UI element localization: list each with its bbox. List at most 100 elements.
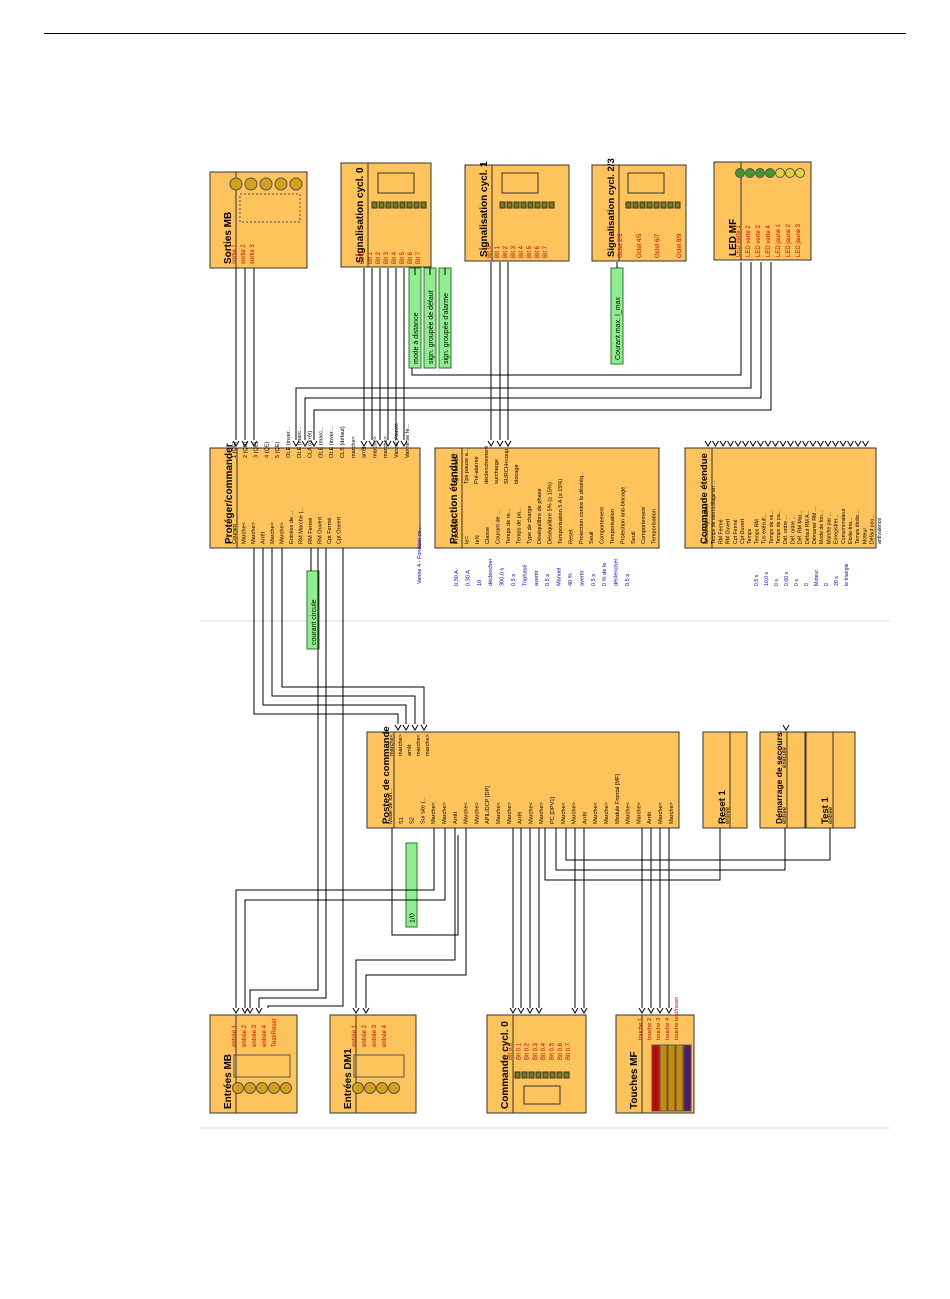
connector-arrow (719, 440, 727, 447)
connector-arrow (757, 440, 764, 447)
led-bit-icon (514, 1071, 521, 1079)
port-label-top: marche> (425, 734, 431, 756)
port-label: Temps étoile... (855, 511, 861, 544)
port-label: Marche> (251, 522, 257, 544)
wire (295, 262, 752, 440)
key-button-icon (667, 1044, 676, 1112)
signal-device-icon (377, 172, 415, 194)
port-label: Entrées de ... (289, 510, 295, 544)
port-label: Marche< (431, 802, 437, 824)
port-label: Temps de re... (506, 508, 512, 544)
led-bit-icon (520, 201, 527, 209)
led-bit-icon (521, 1071, 528, 1079)
port-label: Marche> (636, 802, 642, 824)
block-frame (591, 164, 687, 262)
green-signal-text: sign. groupée de défaut (428, 290, 435, 364)
wire (304, 262, 762, 440)
port-label: Bit 2 (376, 251, 382, 264)
port-label: touche test/reset (674, 997, 680, 1040)
connector-arrow (384, 440, 392, 447)
block-title: Signalisation cycl. 0 (355, 167, 366, 263)
connector-arrow (824, 440, 832, 447)
input-switch-icon (352, 1082, 364, 1094)
block-frame (209, 1014, 298, 1114)
connector-arrow (571, 1007, 579, 1014)
led-bit-icon (499, 201, 506, 209)
led-bit-icon (413, 201, 420, 209)
port-label-top: 2 (QE) (243, 441, 249, 458)
block-frame (329, 1014, 417, 1114)
relay-coil-icon (259, 177, 273, 191)
port-label: Temps de verrouillage en ... (711, 480, 717, 544)
led-lamp-icon (795, 168, 805, 178)
port-label: Marche< (561, 802, 567, 824)
port-label: Courant (232, 524, 238, 544)
led-bit-icon (535, 1071, 542, 1079)
port-label: LED jaune 3 (796, 223, 802, 257)
port-label: entrée 2 (242, 1024, 248, 1047)
led-lamp-icon (765, 168, 775, 178)
port-label: Bit 0.3 (533, 1042, 539, 1060)
block-frame (486, 1014, 587, 1114)
port-label: Type de charge (527, 505, 533, 544)
port-label: IeN (475, 535, 481, 544)
port-label: Bit 6 (408, 251, 414, 264)
block-title: Commande étendue (699, 453, 710, 544)
port-label: LED jaune 2 (786, 223, 792, 257)
port-label: Cpt Ouvert (740, 518, 746, 544)
port-label: Bit 0.6 (558, 1042, 564, 1060)
port-label: Sur site (... (420, 797, 426, 824)
port-label: Cpt Fermé (733, 519, 739, 544)
port-label: Bit 6 (535, 245, 541, 258)
connector-arrow (779, 440, 787, 447)
connector-arrow (832, 440, 839, 447)
green-signal-label: sign. groupée d'alarme (438, 267, 452, 369)
connector-arrow (794, 440, 802, 447)
port-label: Marche> (669, 802, 675, 824)
input-switch-icon (280, 1082, 292, 1094)
port-label: Bit 5 (400, 251, 406, 264)
connector-arrow (310, 440, 318, 447)
wire (262, 548, 407, 724)
block-title: Signalisation cycl. 1 (479, 161, 490, 257)
port-label: Protection ... (454, 512, 460, 544)
port-label: Défaut pou... (870, 514, 876, 544)
wire (544, 828, 721, 881)
led-bit-icon (527, 201, 534, 209)
led-bit-icon (625, 201, 632, 209)
port-label: Bit 0.1 (516, 1042, 522, 1060)
led-bit-icon (549, 1071, 556, 1079)
port-label: Tps exécuti... (762, 513, 768, 544)
led-bit-icon (399, 201, 406, 209)
led-bit-icon (556, 1071, 563, 1079)
connector-arrow (734, 440, 742, 447)
port-label: Bit 4 (392, 251, 398, 264)
connector-arrow (638, 1007, 646, 1014)
led-bit-icon (392, 201, 399, 209)
led-bit-icon (632, 201, 639, 209)
connector-arrow (665, 1007, 673, 1014)
key-button-icon (659, 1044, 668, 1112)
port-label: Protection contre le désééq... (579, 471, 585, 544)
port-label: touche 3 (656, 1018, 662, 1040)
port-label: entrée 3 (252, 1024, 258, 1047)
connector-arrow (376, 440, 384, 447)
block-frame (464, 164, 570, 262)
port-label-top: OLE (marc... (297, 426, 303, 458)
